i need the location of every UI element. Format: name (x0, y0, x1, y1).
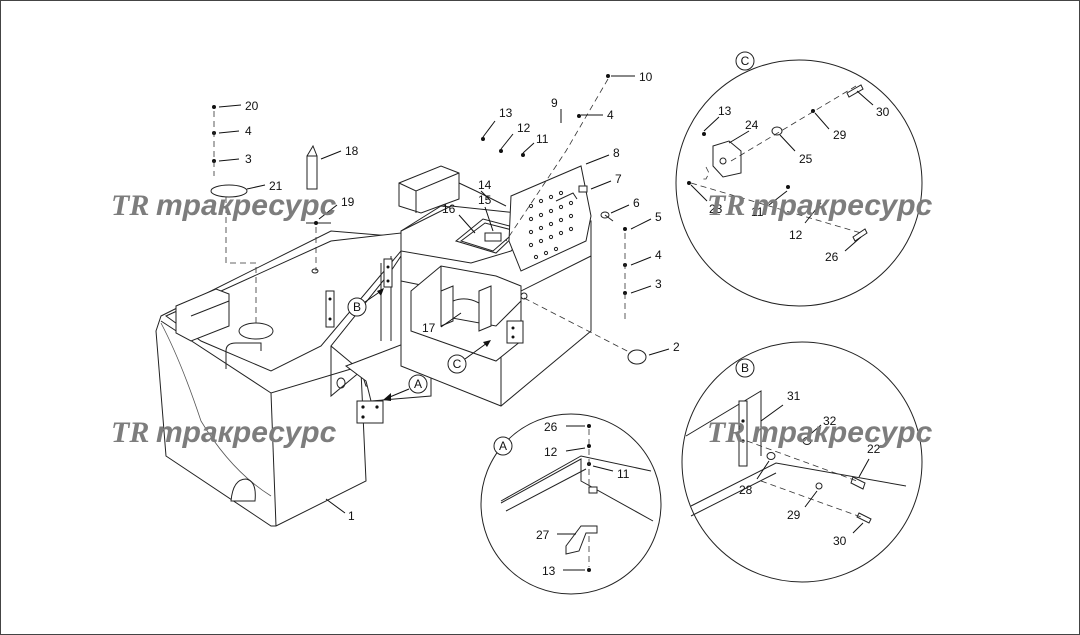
callout-a-12: 12 (544, 445, 558, 459)
callout-19: 19 (341, 195, 355, 209)
callout-c-30: 30 (876, 105, 890, 119)
svg-text:B: B (353, 300, 361, 314)
callout-c-29: 29 (833, 128, 847, 142)
svg-text:тракресурс: тракресурс (752, 416, 933, 449)
door-perforations (528, 190, 574, 260)
detail-marker-a: A (383, 374, 428, 401)
callout-c-23: 23 (709, 202, 723, 216)
svg-text:TR: TR (707, 189, 745, 222)
callout-13: 13 (499, 106, 513, 120)
callout-7: 7 (615, 172, 622, 186)
callout-c-26: 26 (825, 250, 839, 264)
callout-b-28: 28 (739, 483, 753, 497)
svg-text:TR: TR (111, 416, 149, 449)
svg-text:тракресурс: тракресурс (156, 189, 337, 222)
callout-11: 11 (536, 132, 549, 146)
detail-b-view: B 31 32 22 28 29 30 (681, 341, 923, 583)
callout-b-22: 22 (867, 442, 881, 456)
svg-text:A: A (499, 439, 507, 453)
callout-a-27: 27 (536, 528, 550, 542)
callout-4: 4 (655, 248, 662, 262)
callout-10: 10 (639, 70, 653, 84)
callout-21: 21 (269, 179, 283, 193)
callout-1: 1 (348, 509, 355, 523)
main-callouts: 1 2 3 4 5 6 7 8 4 10 9 11 12 13 14 15 16… (218, 70, 680, 523)
callout-c-13: 13 (718, 104, 732, 118)
callout-18: 18 (345, 144, 359, 158)
detail-c-view: C 13 24 30 29 25 23 11 12 26 (675, 51, 923, 307)
callout-b-32: 32 (823, 414, 837, 428)
detail-a-view: A 26 12 11 27 13 (480, 413, 662, 595)
callout-a-26: 26 (544, 420, 558, 434)
callout-17: 17 (422, 321, 436, 335)
svg-text:B: B (741, 361, 749, 375)
callout-b-29: 29 (787, 508, 801, 522)
callout-a-13: 13 (542, 564, 556, 578)
callout-2: 2 (673, 340, 680, 354)
callout-16: 16 (442, 202, 456, 216)
callout-6: 6 (633, 196, 640, 210)
callout-c-25: 25 (799, 152, 813, 166)
callout-b-30: 30 (833, 534, 847, 548)
callout-c-24: 24 (745, 118, 759, 132)
callout-c-11: 11 (751, 205, 764, 219)
svg-text:TR: TR (707, 416, 745, 449)
watermark-top-left: TR тракресурс (111, 189, 337, 222)
svg-text:тракресурс: тракресурс (156, 416, 337, 449)
callout-b-31: 31 (787, 389, 801, 403)
watermark-bottom-left: TR тракресурс (111, 416, 337, 449)
callout-c-12: 12 (789, 228, 803, 242)
svg-text:C: C (453, 357, 462, 371)
callout-12: 12 (517, 121, 531, 135)
detail-marker-b: B (347, 288, 384, 317)
callout-5: 5 (655, 210, 662, 224)
tank-assembly (155, 74, 647, 527)
callout-20: 20 (245, 99, 259, 113)
detail-marker-c: C (447, 340, 491, 374)
callout-9: 9 (551, 96, 558, 110)
watermark-bottom-right: TR тракресурс (707, 416, 933, 449)
svg-text:тракресурс: тракресурс (752, 189, 933, 222)
callout-14: 14 (478, 178, 492, 192)
callout-4b: 4 (607, 108, 614, 122)
svg-text:TR: TR (111, 189, 149, 222)
callout-3b: 3 (245, 152, 252, 166)
callout-15: 15 (478, 193, 492, 207)
callout-4c: 4 (245, 124, 252, 138)
callout-8: 8 (613, 146, 620, 160)
callout-3: 3 (655, 277, 662, 291)
svg-text:A: A (414, 377, 422, 391)
callout-a-11: 11 (617, 467, 630, 481)
svg-text:C: C (741, 54, 750, 68)
watermark-top-right: TR тракресурс (707, 189, 933, 222)
